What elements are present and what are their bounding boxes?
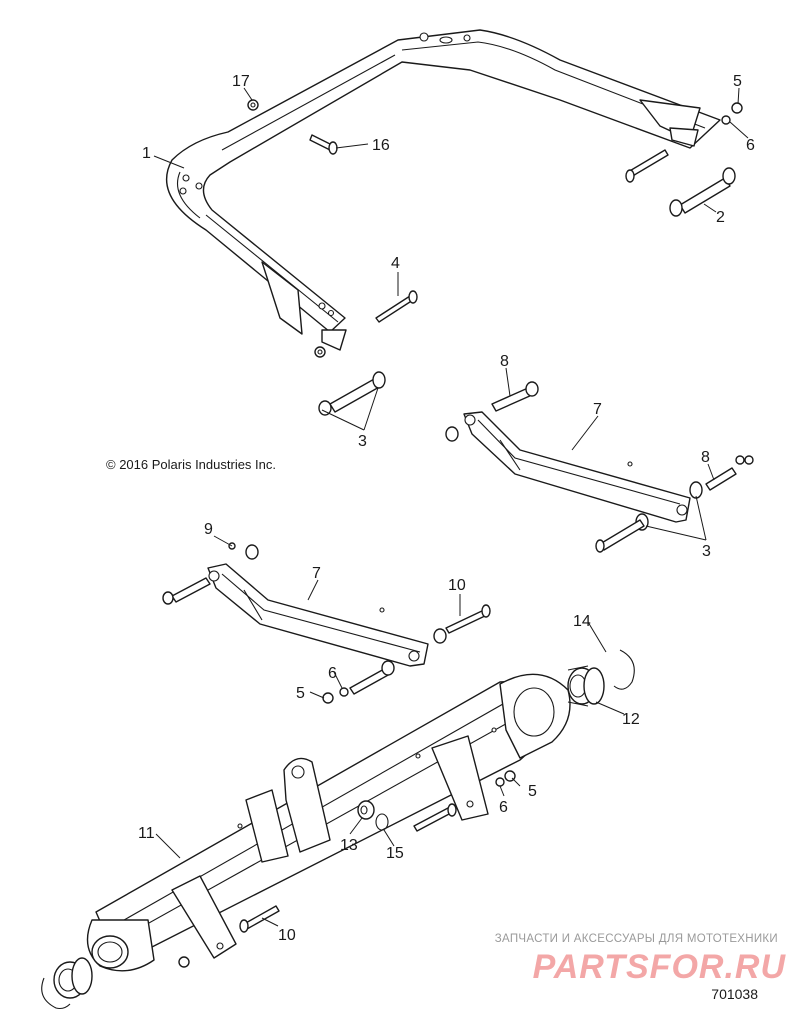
nut-lower-left (178, 956, 190, 968)
callout-7: 7 (593, 401, 602, 418)
bolt-part-4 (375, 290, 418, 323)
lower-frame-part-11 (86, 673, 571, 972)
callout-11: 11 (138, 825, 155, 842)
callout-6: 6 (746, 137, 755, 154)
nut-part-17 (247, 99, 259, 111)
washer-part-6-top (721, 115, 731, 125)
lower-arm-pin (349, 660, 395, 695)
circlip-left (41, 977, 71, 1010)
callout-12: 12 (622, 711, 640, 728)
lower-arm-left-bushing (162, 577, 211, 605)
bushing-part-9 (228, 542, 259, 560)
callout-3: 3 (702, 543, 711, 560)
callout-8: 8 (500, 353, 509, 370)
callout-5: 5 (296, 685, 305, 702)
copyright-notice: © 2016 Polaris Industries Inc. (106, 457, 276, 472)
bushing-set-part-3-left (318, 371, 386, 416)
callout-10: 10 (448, 577, 466, 594)
callout-2: 2 (716, 209, 725, 226)
pivot-bushing-part-2 (669, 167, 736, 217)
washer-part-6-mid (339, 687, 349, 697)
callout-14: 14 (573, 613, 591, 630)
bearing-left (53, 957, 93, 999)
bolt-part-10-lower (239, 905, 280, 933)
bushing-part-13 (357, 800, 375, 820)
callout-5: 5 (733, 73, 742, 90)
bolt-part-10-upper (433, 604, 491, 644)
bolt-lower-mid (413, 803, 457, 832)
leader-lines (153, 87, 749, 927)
callout-16: 16 (372, 137, 390, 154)
washer-part-6-lower (495, 777, 505, 787)
nut-part-5-top (731, 102, 743, 114)
control-arm-part-7-lower (207, 563, 429, 667)
bolt-part-top-right (625, 149, 669, 183)
nut-part-5-mid (322, 692, 334, 704)
watermark-logo: PARTSFOR.RU (532, 948, 786, 986)
figure-number: 701038 (711, 986, 758, 1002)
bushing-part-8-right (705, 455, 754, 491)
callout-6: 6 (328, 665, 337, 682)
bushing-part-8-upper (445, 381, 539, 442)
callout-17: 17 (232, 73, 250, 90)
bushing-set-part-3-right (595, 481, 703, 553)
callout-6: 6 (499, 799, 508, 816)
upper-frame-part-1 (165, 29, 721, 351)
callout-13: 13 (340, 837, 358, 854)
callout-15: 15 (386, 845, 404, 862)
callout-3: 3 (358, 433, 367, 450)
callout-5: 5 (528, 783, 537, 800)
circlip-part-14 (613, 649, 635, 690)
callout-1: 1 (142, 145, 151, 162)
watermark-caption: ЗАПЧАСТИ И АКСЕССУАРЫ ДЛЯ МОТОТЕХНИКИ (494, 933, 778, 945)
callout-9: 9 (204, 521, 213, 538)
control-arm-part-7-upper (463, 411, 691, 523)
callout-4: 4 (391, 255, 400, 272)
callout-8: 8 (701, 449, 710, 466)
callout-numbers: 1 17 16 5 6 2 4 3 8 7 8 3 9 7 10 14 6 5 … (138, 73, 755, 944)
callout-7: 7 (312, 565, 321, 582)
frame-nut (314, 346, 326, 358)
bearing-part-12 (567, 665, 605, 707)
callout-10: 10 (278, 927, 296, 944)
oring-part-15 (375, 813, 389, 831)
bolt-part-16 (309, 134, 338, 155)
